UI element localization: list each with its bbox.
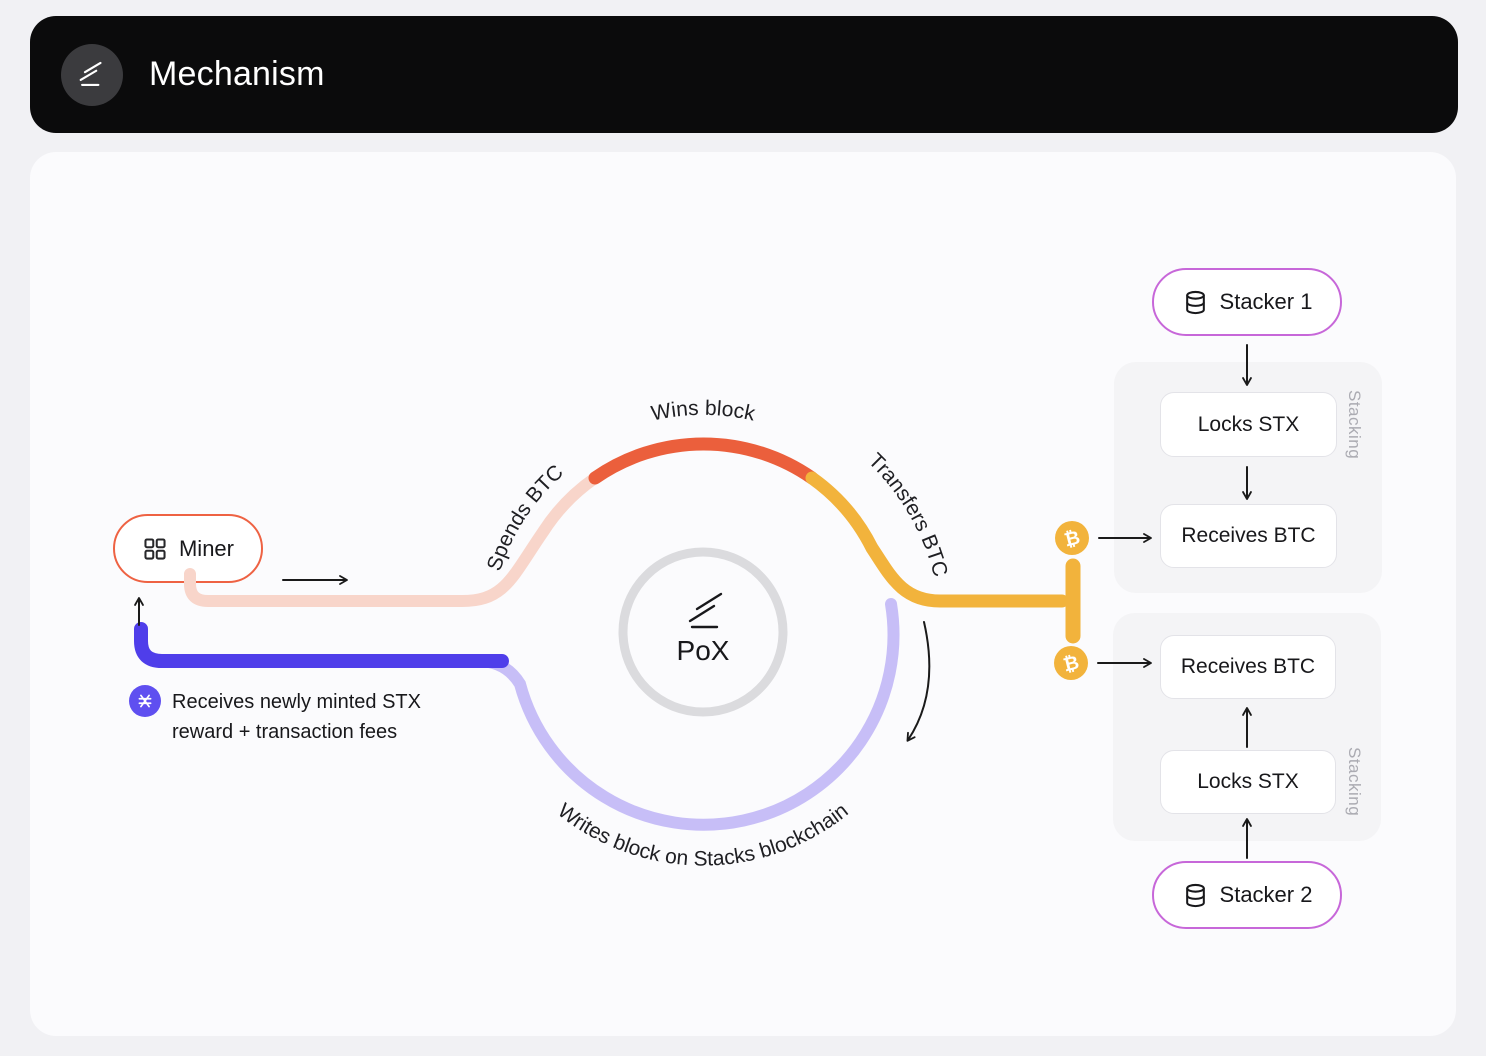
database-icon	[1185, 883, 1205, 907]
database-icon	[1185, 290, 1205, 314]
page-title: Mechanism	[149, 55, 325, 93]
stacker2-node: Stacker 2	[1152, 861, 1342, 929]
stacking-side-label-1: Stacking	[1345, 390, 1364, 460]
receives-btc-box-2: Receives BTC	[1160, 635, 1336, 699]
brand-logo-badge	[61, 43, 123, 106]
miner-grid-icon	[144, 537, 166, 560]
stacker1-node: Stacker 1	[1152, 268, 1342, 336]
reward-note-line1: Receives newly minted STX	[172, 691, 421, 713]
locks-stx-box-1: Locks STX	[1160, 392, 1337, 457]
reward-note: Receives newly minted STX reward + trans…	[172, 687, 421, 747]
reward-note-line2: reward + transaction fees	[172, 721, 398, 743]
locks-stx-label-2: Locks STX	[1197, 770, 1299, 793]
miner-node: Miner	[113, 514, 263, 583]
stacks-logo-icon	[79, 61, 102, 86]
stx-token-icon	[129, 685, 161, 717]
stacker2-label: Stacker 2	[1219, 882, 1313, 907]
stx-glyph-icon	[138, 694, 152, 708]
stacking-side-label-2: Stacking	[1345, 747, 1364, 817]
miner-label: Miner	[178, 535, 234, 561]
receives-btc-box-1: Receives BTC	[1160, 504, 1337, 568]
locks-stx-box-2: Locks STX	[1160, 750, 1336, 814]
locks-stx-label-1: Locks STX	[1197, 412, 1300, 436]
receives-btc-label-2: Receives BTC	[1180, 655, 1316, 678]
receives-btc-label-1: Receives BTC	[1181, 524, 1316, 547]
stacker1-label: Stacker 1	[1219, 289, 1313, 314]
header-bar: Mechanism	[30, 16, 1458, 133]
